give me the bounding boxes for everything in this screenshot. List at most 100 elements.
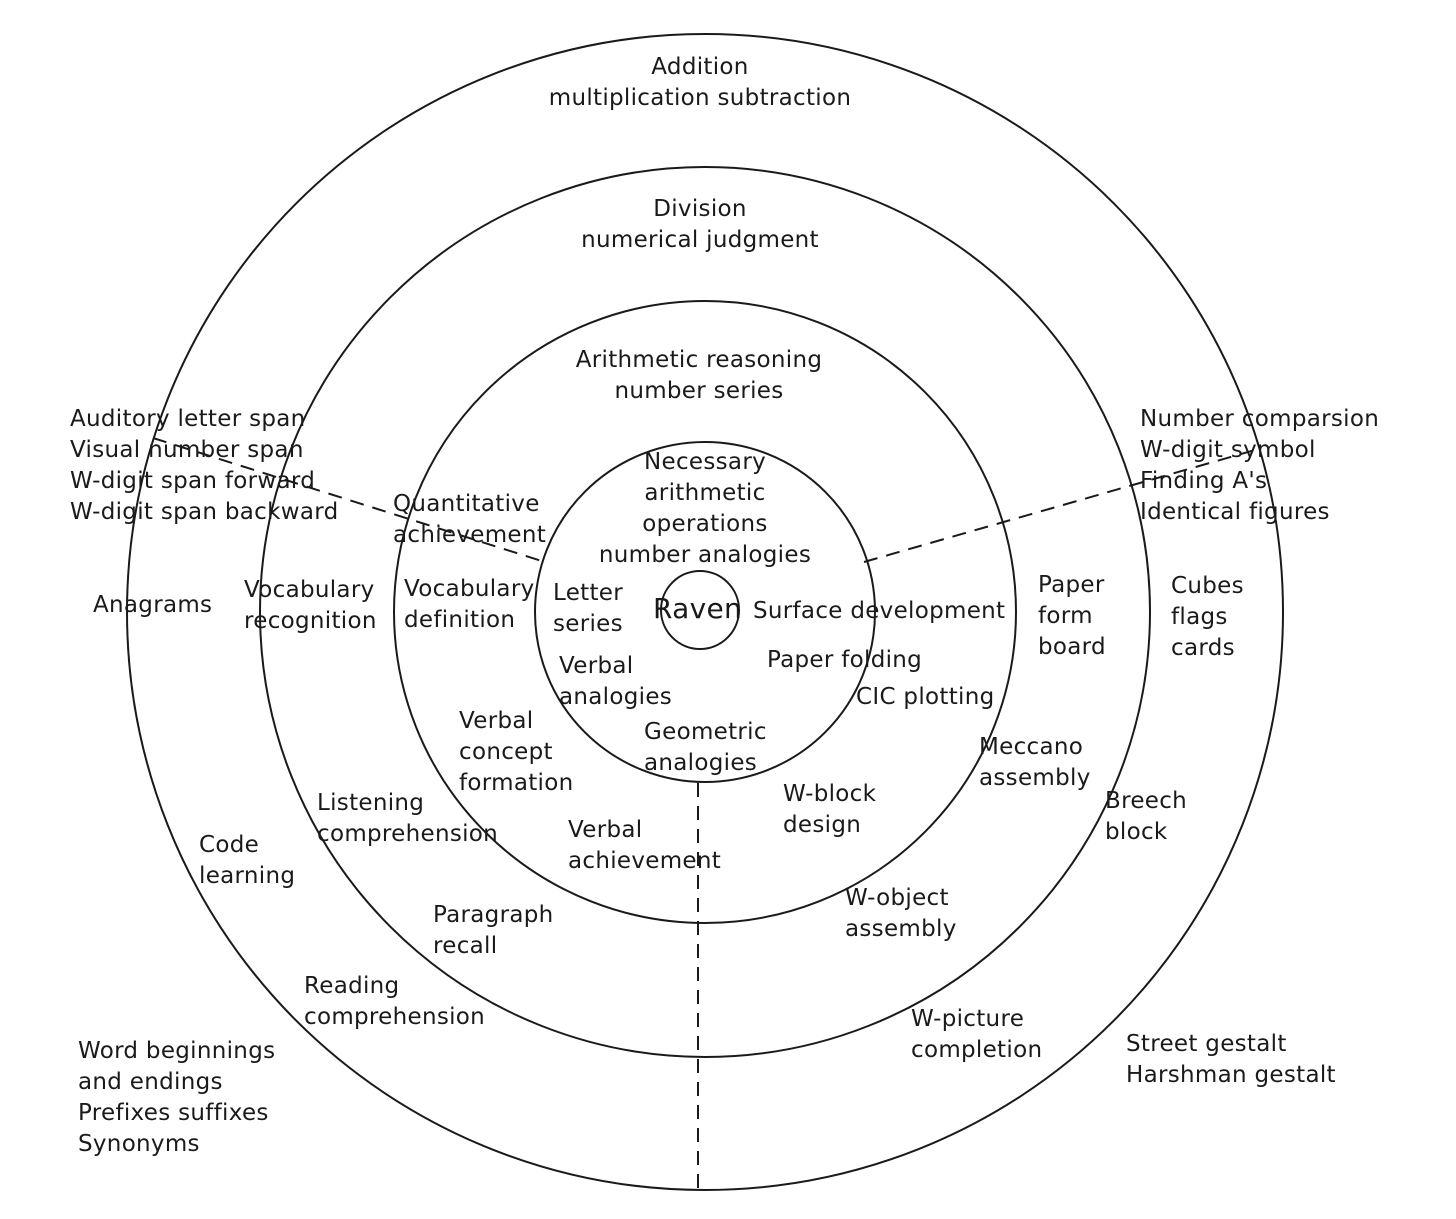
label-quantitative: Quantitative xyxy=(393,491,540,517)
label-code: Code xyxy=(199,832,260,858)
label-flags: flags xyxy=(1171,604,1228,630)
paragraph-label: Paragraph recall xyxy=(433,900,554,962)
label-verbal-an: Verbal xyxy=(559,653,634,679)
label-cards: cards xyxy=(1171,635,1235,661)
label-w-block: W-block xyxy=(783,781,877,807)
paper-folding-label: Paper folding xyxy=(767,645,922,676)
concept-formation-label: Verbal concept formation xyxy=(459,706,573,799)
outer-left-lower-label: Code learning xyxy=(199,830,295,892)
label-street-gestalt: Street gestalt xyxy=(1126,1031,1287,1057)
label-verbal-achievement: achievement xyxy=(568,848,722,874)
label-formation: formation xyxy=(459,770,574,796)
label-division: Division xyxy=(653,196,747,222)
label-w-picture: W-picture xyxy=(911,1006,1025,1032)
label-breech: Breech xyxy=(1105,788,1188,814)
raven-label: Raven xyxy=(653,592,742,626)
third-ring xyxy=(393,300,1017,924)
label-number-comparison: Number comparsion xyxy=(1140,406,1380,432)
label-block: block xyxy=(1105,819,1168,845)
vocab-recognition-label: Vocabulary recognition xyxy=(244,575,377,637)
cic-plotting-label: CIC plotting xyxy=(856,682,994,713)
label-identical-figures: Identical figures xyxy=(1140,499,1330,525)
second-ring xyxy=(259,166,1151,1058)
label-paper-folding: Paper folding xyxy=(767,647,923,673)
paper-form-label: Paper form board xyxy=(1038,570,1106,663)
label-and-endings: and endings xyxy=(78,1069,223,1095)
label-cubes: Cubes xyxy=(1171,573,1244,599)
label-operations: operations xyxy=(642,511,768,537)
reading-label: Reading comprehension xyxy=(304,971,485,1033)
label-anagrams: Anagrams xyxy=(93,592,213,618)
block-design-label: W-block design xyxy=(783,779,876,841)
label-finding-as: Finding A's xyxy=(1140,468,1268,494)
label-prefixes-suffixes: Prefixes suffixes xyxy=(78,1100,269,1126)
label-number-analogies: number analogies xyxy=(598,542,812,568)
outer-left-bottom-label: Word beginnings and endings Prefixes suf… xyxy=(78,1036,275,1160)
verbal-analogies-label: Verbal analogies xyxy=(559,651,672,713)
label-vocabulary: Vocabulary xyxy=(244,577,375,603)
label-paragraph: Paragraph xyxy=(433,902,554,928)
object-assembly-label: W-object assembly xyxy=(845,883,957,945)
geometric-analogies-label: Geometric analogies xyxy=(644,717,767,779)
label-harshman-gestalt: Harshman gestalt xyxy=(1126,1062,1336,1088)
label-form: form xyxy=(1038,603,1093,629)
letter-series-label: Letter series xyxy=(553,578,623,640)
label-comprehension: comprehension xyxy=(317,821,499,847)
label-meccano-assembly: assembly xyxy=(979,765,1091,791)
label-necessary: Necessary xyxy=(644,449,766,475)
vocab-definition-label: Vocabulary definition xyxy=(404,574,535,636)
label-verbal-va: Verbal xyxy=(568,817,643,843)
outer-right-mid-label: Cubes flags cards xyxy=(1171,571,1244,664)
label-surface-development: Surface development xyxy=(753,598,1006,624)
label-digit-symbol: W-digit symbol xyxy=(1140,437,1316,463)
outer-left-upper-label: Auditory letter span Visual number span … xyxy=(70,404,339,528)
label-number-series: number series xyxy=(614,378,784,404)
label-verbal-cf: Verbal xyxy=(459,708,534,734)
label-visual-number-span: Visual number span xyxy=(70,437,304,463)
label-completion: completion xyxy=(911,1037,1043,1063)
outer-right-lower-label: Breech block xyxy=(1105,786,1187,848)
quantitative-label: Quantitative achievement xyxy=(393,489,546,551)
label-reading: Reading xyxy=(304,973,400,999)
label-board: board xyxy=(1038,634,1106,660)
label-geometric: Geometric xyxy=(644,719,767,745)
outer-right-upper-label: Number comparsion W-digit symbol Finding… xyxy=(1140,404,1379,528)
label-raven: Raven xyxy=(653,592,743,625)
label-vocabulary-def: Vocabulary xyxy=(404,576,535,602)
label-digit-span-forward: W-digit span forward xyxy=(70,468,316,494)
label-cic-plotting: CIC plotting xyxy=(856,684,995,710)
label-synonyms: Synonyms xyxy=(78,1131,200,1157)
label-numerical-judgment: numerical judgment xyxy=(581,227,819,253)
listening-label: Listening comprehension xyxy=(317,788,498,850)
label-analogies: analogies xyxy=(559,684,673,710)
second-top-label: Division numerical judgment xyxy=(581,194,819,256)
label-listening: Listening xyxy=(317,790,425,816)
verbal-achievement-label: Verbal achievement xyxy=(568,815,721,877)
third-top-label: Arithmetic reasoning number series xyxy=(576,345,823,407)
outer-top-label: Addition multiplication subtraction xyxy=(549,52,852,114)
label-paper: Paper xyxy=(1038,572,1105,598)
label-definition: definition xyxy=(404,607,516,633)
inner-ring xyxy=(534,441,876,783)
label-series: series xyxy=(553,611,623,637)
label-reading-comprehension: comprehension xyxy=(304,1004,486,1030)
label-letter: Letter xyxy=(553,580,624,606)
label-concept: concept xyxy=(459,739,553,765)
label-word-beginnings: Word beginnings xyxy=(78,1038,276,1064)
outer-right-bottom-label: Street gestalt Harshman gestalt xyxy=(1126,1029,1336,1091)
inner-top-label: Necessary arithmetic operations number a… xyxy=(599,447,811,571)
outer-ring xyxy=(126,33,1284,1191)
label-addition: Addition xyxy=(651,54,749,80)
label-geometric-analogies: analogies xyxy=(644,750,758,776)
label-achievement: achievement xyxy=(393,522,547,548)
label-auditory-letter-span: Auditory letter span xyxy=(70,406,306,432)
label-digit-span-backward: W-digit span backward xyxy=(70,499,339,525)
label-object-assembly: assembly xyxy=(845,916,957,942)
label-meccano: Meccano xyxy=(979,734,1084,760)
surface-development-label: Surface development xyxy=(753,596,1005,627)
outer-left-mid-label: Anagrams xyxy=(93,590,212,621)
picture-completion-label: W-picture completion xyxy=(911,1004,1042,1066)
label-design: design xyxy=(783,812,862,838)
label-arithmetic: arithmetic xyxy=(644,480,766,506)
